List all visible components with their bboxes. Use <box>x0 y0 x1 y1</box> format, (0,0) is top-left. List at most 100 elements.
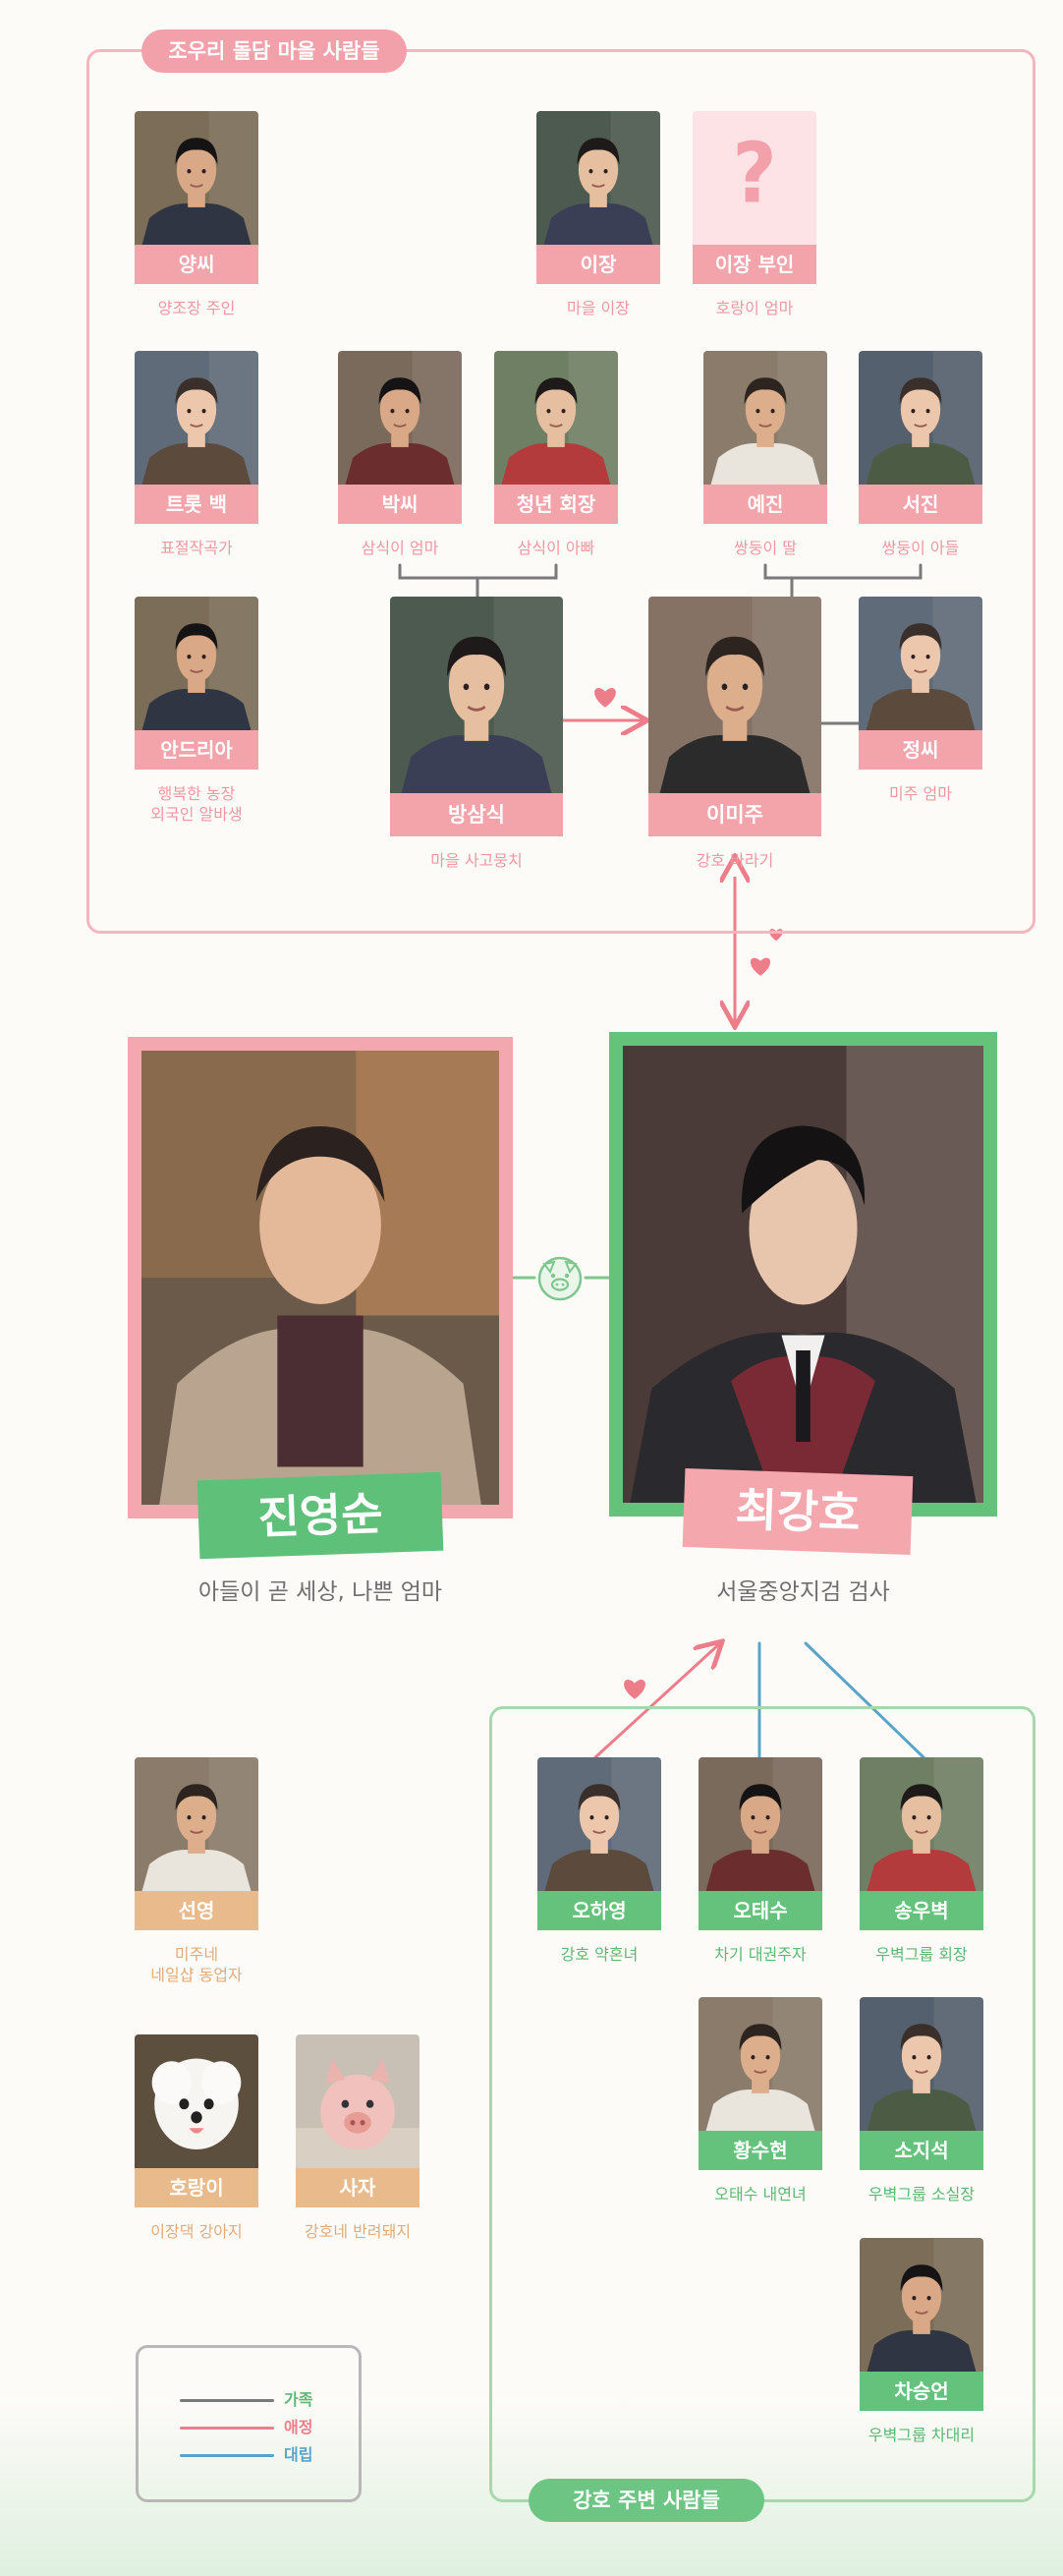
portrait-sojiseok <box>860 1997 983 2131</box>
character-name-ohayoung: 오하영 <box>537 1891 661 1930</box>
character-card-leemiju: 이미주 <box>648 597 821 836</box>
village-group-title: 조우리 돌담 마을 사람들 <box>141 29 407 73</box>
character-desc-parkssi: 삼식이 엄마 <box>361 539 439 557</box>
legend-rivalry-label: 대립 <box>284 2445 313 2464</box>
portrait-seojin <box>859 351 982 485</box>
lead-name-choikangho: 최강호 <box>682 1467 914 1556</box>
character-card-andria: 안드리아 <box>135 597 258 770</box>
character-desc-leemiju: 강호 바라기 <box>696 851 774 870</box>
character-desc-ijang-wife: 호랑이 엄마 <box>715 299 794 317</box>
lead-photo-jinyoungsoon <box>141 1051 499 1505</box>
legend: 가족 애정 대립 <box>136 2345 362 2502</box>
question-mark-icon: ? <box>693 111 816 245</box>
lead-desc-choikangho: 서울중앙지검 검사 <box>716 1579 890 1605</box>
heart-icon-hayoung-kangho <box>624 1680 645 1699</box>
character-desc-ohayoung: 강호 약혼녀 <box>560 1945 639 1964</box>
character-desc-troy: 표절작곡가 <box>160 539 233 557</box>
character-name-youth-chief: 청년 회장 <box>494 485 618 524</box>
legend-family: 가족 <box>180 2389 347 2411</box>
character-card-seojin: 서진 <box>859 351 982 524</box>
pig-face-icon <box>534 1252 586 1303</box>
lead-photo-choikangho <box>623 1046 983 1503</box>
portrait-chaseungeon <box>860 2238 983 2372</box>
portrait-youth-chief <box>494 351 618 485</box>
portrait-andria <box>135 597 258 730</box>
character-card-songwoobyuk: 송우벽 <box>860 1757 983 1930</box>
character-desc-ijang: 마을 이장 <box>567 299 630 317</box>
character-desc-bangsamsik: 마을 사고뭉치 <box>430 851 523 870</box>
character-card-parkssi: 박씨 <box>338 351 462 524</box>
affection-line-hayoung-kangho <box>593 1643 720 1759</box>
character-desc-saja: 강호네 반려돼지 <box>304 2222 412 2241</box>
lead-name-jinyoungsoon: 진영순 <box>196 1471 444 1560</box>
lead-desc-jinyoungsoon: 아들이 곧 세상, 나쁜 엄마 <box>197 1579 443 1605</box>
portrait-yejin <box>703 351 827 485</box>
lead-photo-frame-choikangho <box>609 1032 997 1517</box>
character-name-andria: 안드리아 <box>135 730 258 770</box>
village-group-frame <box>86 49 1035 934</box>
character-name-ijang: 이장 <box>536 245 660 284</box>
family-line-parents-samsik <box>398 563 558 599</box>
character-desc-horangi: 이장댁 강아지 <box>150 2222 243 2241</box>
character-card-sojiseok: 소지석 <box>860 1997 983 2170</box>
character-desc-andria: 행복한 농장 외국인 알바생 <box>150 784 243 824</box>
portrait-ohtaesu <box>699 1757 822 1891</box>
character-name-leemiju: 이미주 <box>648 793 821 836</box>
portrait-jeongssi <box>859 597 982 730</box>
character-card-seonyoung: 선영 <box>135 1757 258 1930</box>
character-desc-jeongssi: 미주 엄마 <box>889 784 952 803</box>
character-card-ohtaesu: 오태수 <box>699 1757 822 1930</box>
character-name-yangssi: 양씨 <box>135 245 258 284</box>
portrait-saja <box>296 2034 420 2168</box>
character-card-yangssi: 양씨 <box>135 111 258 284</box>
character-name-bangsamsik: 방삼식 <box>390 793 563 836</box>
character-name-saja: 사자 <box>296 2168 420 2207</box>
legend-affection-line <box>180 2427 274 2430</box>
character-name-chaseungeon: 차승언 <box>860 2372 983 2411</box>
character-card-bangsamsik: 방삼식 <box>390 597 563 836</box>
character-card-ijang-wife: ?이장 부인 <box>693 111 816 284</box>
character-name-troy: 트롯 백 <box>135 485 258 524</box>
portrait-bangsamsik <box>390 597 563 797</box>
heart-icon-miju-kangho-1 <box>750 957 771 976</box>
character-name-sojiseok: 소지석 <box>860 2131 983 2170</box>
portrait-leemiju <box>648 597 821 797</box>
character-desc-yangssi: 양조장 주인 <box>157 299 236 317</box>
legend-family-line <box>180 2399 274 2402</box>
character-name-seojin: 서진 <box>859 485 982 524</box>
character-desc-seonyoung: 미주네 네일샵 동업자 <box>150 1945 243 1984</box>
character-card-troy: 트롯 백 <box>135 351 258 524</box>
character-desc-yejin: 쌍둥이 딸 <box>734 539 797 557</box>
character-card-chaseungeon: 차승언 <box>860 2238 983 2411</box>
legend-affection-label: 애정 <box>284 2418 313 2436</box>
portrait-parkssi <box>338 351 462 485</box>
svg-text:?: ? <box>732 127 776 223</box>
kangho-group-title: 강호 주변 사람들 <box>529 2479 764 2522</box>
character-desc-chaseungeon: 우벽그룹 차대리 <box>867 2426 976 2444</box>
character-desc-seojin: 쌍둥이 아들 <box>881 539 960 557</box>
portrait-ohayoung <box>537 1757 661 1891</box>
character-card-ijang: 이장 <box>536 111 660 284</box>
portrait-seonyoung <box>135 1757 258 1891</box>
character-name-yejin: 예진 <box>703 485 827 524</box>
legend-affection: 애정 <box>180 2417 347 2438</box>
lead-photo-frame-jinyoungsoon <box>128 1037 513 1518</box>
character-name-songwoobyuk: 송우벽 <box>860 1891 983 1930</box>
portrait-horangi <box>135 2034 258 2168</box>
character-desc-songwoobyuk: 우벽그룹 회장 <box>875 1945 968 1964</box>
character-desc-sojiseok: 우벽그룹 소실장 <box>867 2185 976 2204</box>
portrait-yangssi <box>135 111 258 245</box>
character-name-jeongssi: 정씨 <box>859 730 982 770</box>
character-name-horangi: 호랑이 <box>135 2168 258 2207</box>
character-desc-youth-chief: 삼식이 아빠 <box>517 539 595 557</box>
portrait-troy <box>135 351 258 485</box>
character-card-ohayoung: 오하영 <box>537 1757 661 1930</box>
heart-icon-samsik-miju <box>594 688 616 708</box>
portrait-hwangsuhyun <box>699 1997 822 2131</box>
character-name-ohtaesu: 오태수 <box>699 1891 822 1930</box>
legend-rivalry-line <box>180 2454 274 2457</box>
character-card-horangi: 호랑이 <box>135 2034 258 2207</box>
character-card-hwangsuhyun: 황수현 <box>699 1997 822 2170</box>
character-name-hwangsuhyun: 황수현 <box>699 2131 822 2170</box>
